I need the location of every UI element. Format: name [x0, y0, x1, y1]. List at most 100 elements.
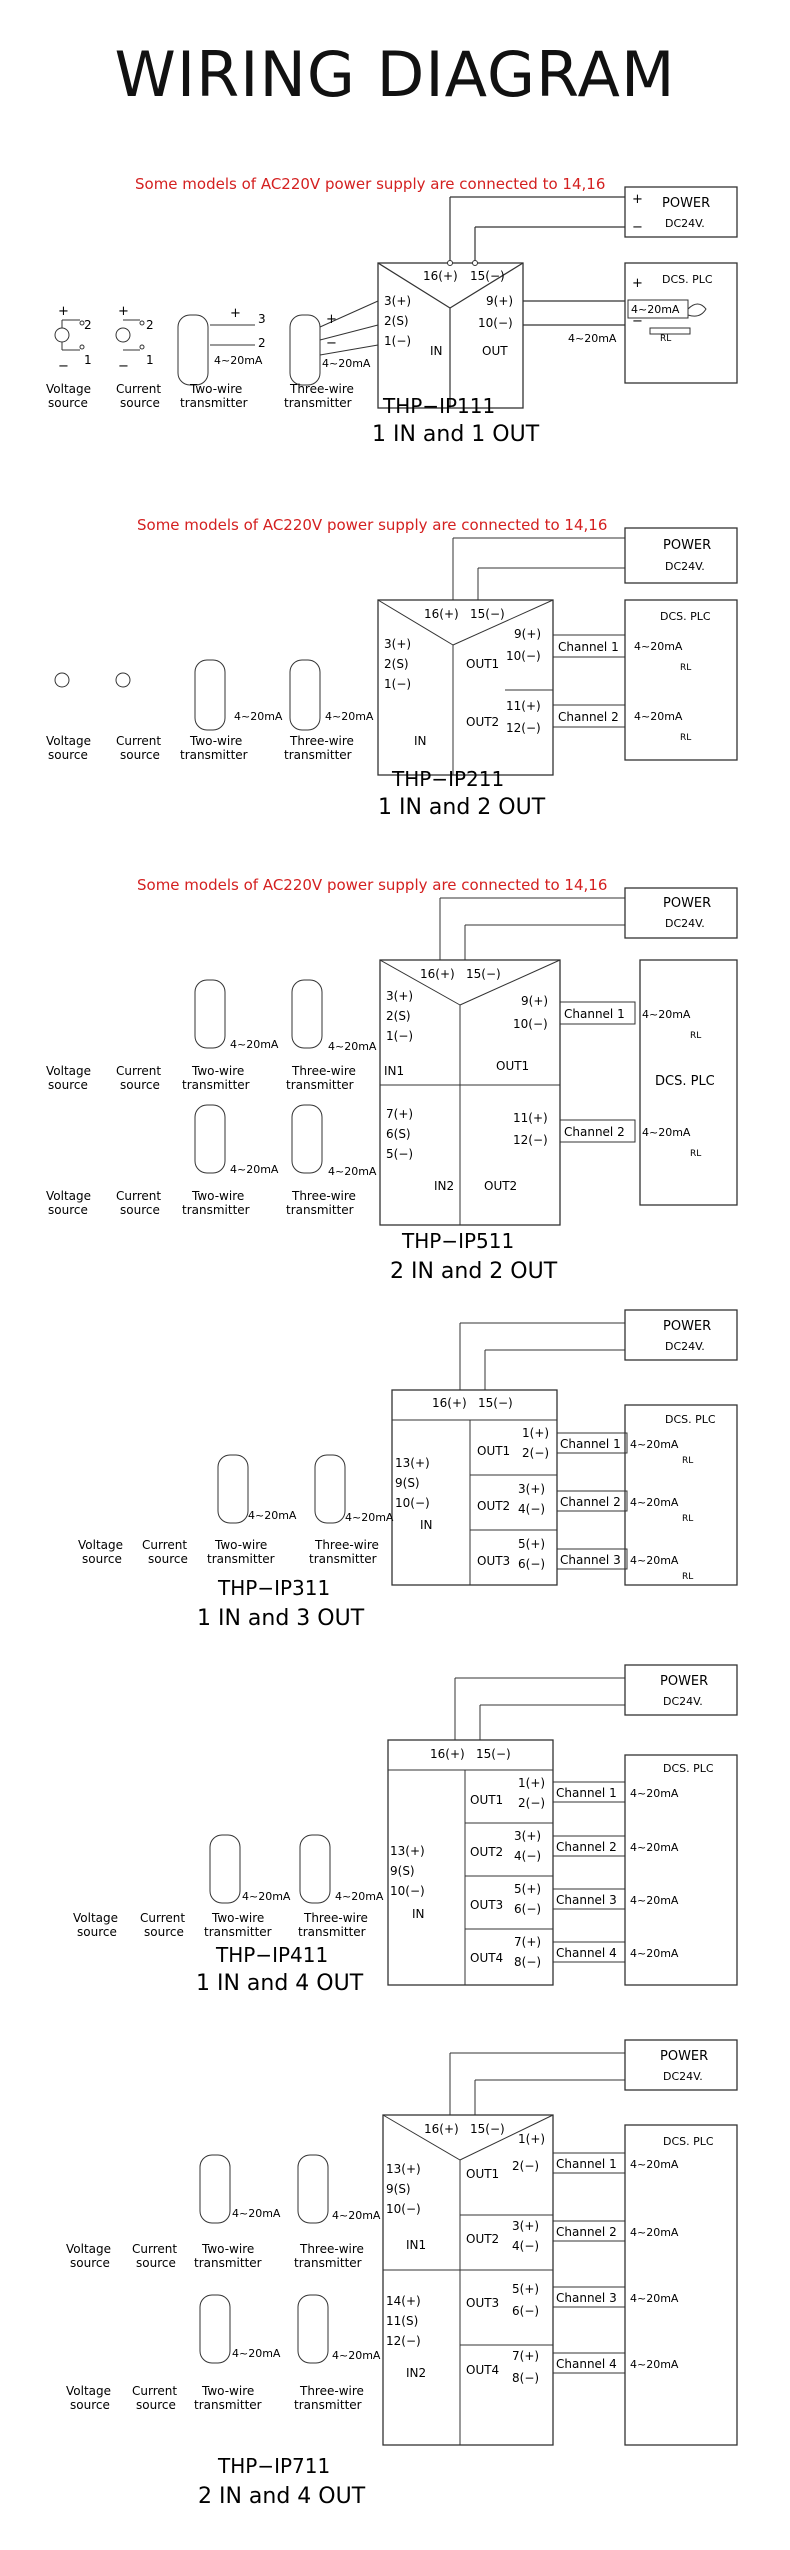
svg-text:source: source [82, 1552, 122, 1566]
svg-text:Two-wire: Two-wire [201, 2242, 254, 2256]
svg-text:13(+): 13(+) [386, 2162, 421, 2176]
svg-text:source: source [48, 396, 88, 410]
module-ip311 [391, 1389, 558, 1586]
svg-text:DC24V.: DC24V. [665, 217, 705, 230]
dcs-box [624, 262, 738, 384]
svg-text:transmitter: transmitter [182, 1078, 250, 1092]
svg-text:−: − [632, 220, 643, 235]
svg-text:DC24V.: DC24V. [663, 2070, 703, 2083]
svg-text:Channel 2: Channel 2 [558, 710, 619, 724]
svg-text:1(+): 1(+) [518, 2132, 545, 2146]
svg-text:10(−): 10(−) [395, 1496, 430, 1510]
svg-text:1: 1 [146, 353, 154, 367]
svg-text:Current: Current [132, 2384, 177, 2398]
diagram-ip211: Some models of AC220V power supply are c… [46, 516, 738, 820]
svg-text:16(+): 16(+) [424, 607, 459, 621]
svg-text:source: source [48, 748, 88, 762]
svg-text:4~20mA: 4~20mA [230, 1038, 279, 1051]
svg-text:Channel 1: Channel 1 [564, 1007, 625, 1021]
model-desc: 1 IN and 3 OUT [197, 1606, 365, 1631]
svg-text:OUT1: OUT1 [477, 1444, 510, 1458]
svg-text:2: 2 [146, 318, 154, 332]
svg-text:6(−): 6(−) [518, 1557, 545, 1571]
model-label: THP−IP311 [217, 1576, 330, 1600]
model-desc: 1 IN and 2 OUT [378, 795, 546, 820]
svg-text:15(−): 15(−) [470, 607, 505, 621]
svg-text:4~20mA: 4~20mA [322, 357, 371, 370]
svg-text:1(−): 1(−) [384, 677, 411, 691]
svg-text:16(+): 16(+) [423, 269, 458, 283]
svg-text:4(−): 4(−) [518, 1502, 545, 1516]
svg-text:transmitter: transmitter [286, 1078, 354, 1092]
svg-text:OUT1: OUT1 [466, 657, 499, 671]
svg-text:4~20mA: 4~20mA [630, 2158, 679, 2171]
svg-text:OUT4: OUT4 [470, 1951, 503, 1965]
svg-text:15(−): 15(−) [478, 1396, 513, 1410]
svg-text:DC24V.: DC24V. [663, 1695, 703, 1708]
svg-text:Voltage: Voltage [46, 382, 91, 396]
svg-text:RL: RL [682, 1572, 693, 1582]
svg-text:2: 2 [84, 318, 92, 332]
model-label: THP−IP511 [401, 1229, 514, 1253]
svg-text:9(S): 9(S) [395, 1476, 420, 1490]
svg-text:Voltage: Voltage [46, 734, 91, 748]
svg-text:16(+): 16(+) [420, 967, 455, 981]
svg-text:DCS. PLC: DCS. PLC [660, 610, 711, 623]
svg-text:POWER: POWER [663, 896, 711, 911]
svg-text:Three-wire: Three-wire [314, 1538, 379, 1552]
model-label: THP−IP111 [382, 394, 495, 418]
svg-text:4~20mA: 4~20mA [232, 2207, 281, 2220]
svg-text:15(−): 15(−) [470, 2122, 505, 2136]
svg-text:OUT3: OUT3 [470, 1898, 503, 1912]
svg-text:IN1: IN1 [406, 2238, 426, 2252]
svg-text:Current: Current [116, 734, 161, 748]
svg-text:4~20mA: 4~20mA [630, 1438, 679, 1451]
svg-text:16(+): 16(+) [424, 2122, 459, 2136]
svg-text:12(−): 12(−) [513, 1133, 548, 1147]
svg-text:+: + [632, 276, 643, 291]
power-box [624, 186, 738, 238]
svg-text:5(+): 5(+) [512, 2282, 539, 2296]
svg-text:9(+): 9(+) [521, 994, 548, 1008]
svg-text:6(S): 6(S) [386, 1127, 411, 1141]
svg-text:source: source [120, 1203, 160, 1217]
svg-text:4~20mA: 4~20mA [630, 2226, 679, 2239]
svg-text:3(+): 3(+) [518, 1482, 545, 1496]
svg-text:transmitter: transmitter [194, 2256, 262, 2270]
svg-text:4(−): 4(−) [514, 1849, 541, 1863]
svg-text:15(−): 15(−) [476, 1747, 511, 1761]
svg-text:Channel 2: Channel 2 [556, 2225, 617, 2239]
svg-text:Current: Current [116, 1189, 161, 1203]
diagram-ip111: Some models of AC220V power supply are c… [46, 175, 738, 447]
svg-text:Voltage: Voltage [46, 1064, 91, 1078]
svg-text:5(−): 5(−) [386, 1147, 413, 1161]
svg-text:source: source [148, 1552, 188, 1566]
svg-text:3(+): 3(+) [384, 637, 411, 651]
svg-text:4~20mA: 4~20mA [234, 710, 283, 723]
svg-text:transmitter: transmitter [284, 748, 352, 762]
svg-text:16(+): 16(+) [430, 1747, 465, 1761]
svg-text:4~20mA: 4~20mA [328, 1040, 377, 1053]
svg-text:source: source [77, 1925, 117, 1939]
svg-text:15(−): 15(−) [466, 967, 501, 981]
svg-text:12(−): 12(−) [386, 2334, 421, 2348]
svg-text:2(S): 2(S) [384, 657, 409, 671]
svg-text:transmitter: transmitter [294, 2256, 362, 2270]
svg-text:+: + [118, 304, 129, 319]
svg-text:9(+): 9(+) [514, 627, 541, 641]
svg-text:4~20mA: 4~20mA [642, 1008, 691, 1021]
svg-text:Two-wire: Two-wire [201, 2384, 254, 2398]
svg-text:POWER: POWER [660, 1674, 708, 1689]
svg-text:DCS. PLC: DCS. PLC [655, 1074, 715, 1089]
svg-text:12(−): 12(−) [506, 721, 541, 735]
svg-text:9(S): 9(S) [390, 1864, 415, 1878]
svg-text:Three-wire: Three-wire [299, 2384, 364, 2398]
page-title: WIRING DIAGRAM [114, 38, 676, 111]
svg-text:4~20mA: 4~20mA [232, 2347, 281, 2360]
svg-text:3(+): 3(+) [514, 1829, 541, 1843]
svg-text:POWER: POWER [660, 2049, 708, 2064]
svg-text:source: source [136, 2256, 176, 2270]
svg-text:5(+): 5(+) [518, 1537, 545, 1551]
svg-text:8(−): 8(−) [514, 1955, 541, 1969]
